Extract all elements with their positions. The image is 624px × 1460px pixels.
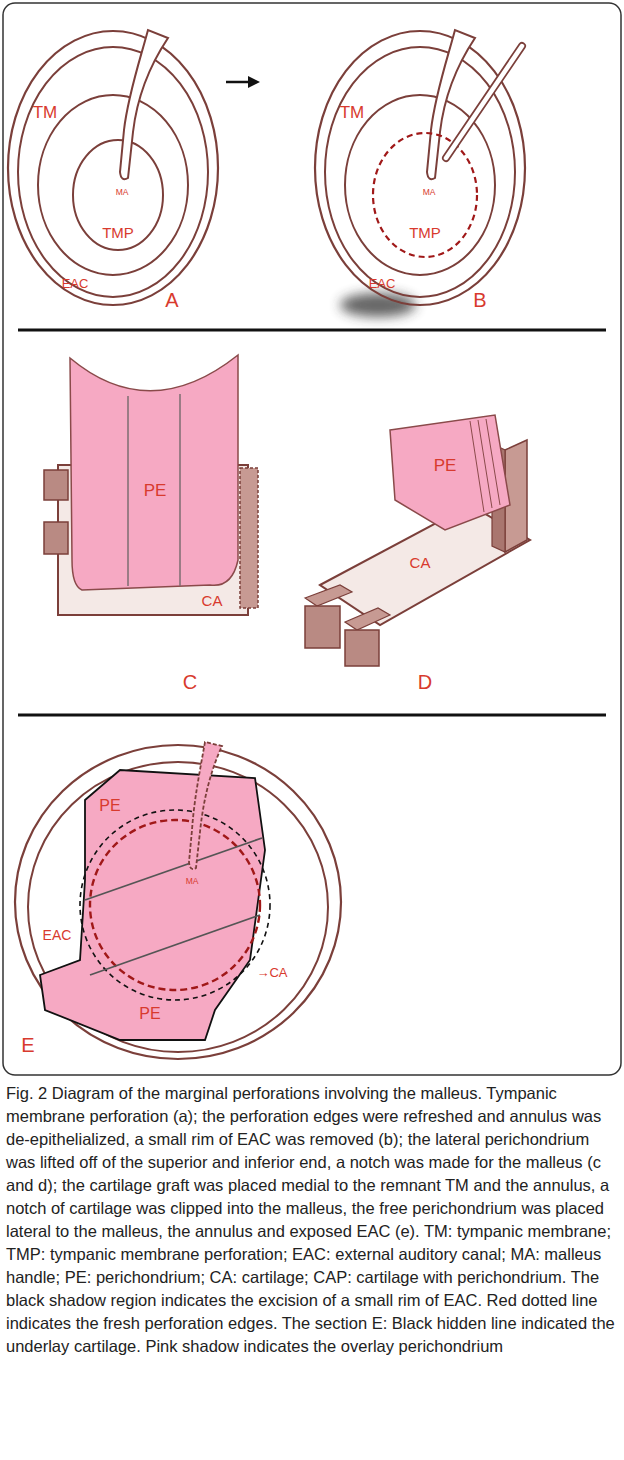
instrument-body [446, 46, 522, 158]
canal-ring [28, 762, 328, 1052]
cartilage-cube-top [345, 608, 390, 630]
cartilage-tab [44, 522, 68, 554]
cartilage-side [240, 468, 258, 608]
flap-fold-line [486, 419, 500, 505]
underlay-cartilage-outline [80, 810, 270, 1000]
part-label: TM [33, 104, 58, 121]
graft-line [85, 838, 262, 900]
canal-ring [325, 47, 515, 297]
cartilage-cube [305, 606, 340, 648]
overlay-perichondrium [40, 770, 265, 1040]
step-arrowhead [248, 76, 260, 88]
caption-text: Fig. 2 Diagram of the marginal perforati… [6, 1082, 618, 1358]
figure-frame [3, 3, 621, 1075]
part-label: TMP [102, 225, 134, 240]
excision-shadow [340, 293, 416, 317]
perforation-outline [73, 140, 163, 250]
part-label: →CA [256, 966, 287, 979]
panel-e [15, 742, 341, 1059]
part-label: TM [340, 104, 365, 121]
ear-canal-outline [15, 745, 341, 1059]
malleus-handle [189, 742, 222, 869]
annulus-ring [38, 95, 188, 275]
panel-d [305, 415, 530, 666]
panel-letter: D [418, 672, 432, 692]
ear-canal-outline [315, 31, 525, 305]
part-label: PE [434, 457, 457, 474]
part-label: CA [202, 593, 223, 608]
part-label: PE [99, 798, 120, 814]
graft-line [90, 915, 260, 975]
ear-canal-outline [8, 31, 218, 305]
perichondrium-flap [70, 355, 238, 590]
fresh-perforation-edge [373, 133, 477, 257]
part-label: EAC [369, 277, 396, 290]
panel-letter: B [473, 290, 486, 310]
canal-ring [18, 47, 208, 297]
part-label: MA [116, 188, 129, 197]
cartilage-tab [44, 470, 68, 500]
flap-fold-line [478, 420, 492, 508]
panel-letter: A [165, 290, 178, 310]
incision-line [179, 394, 181, 586]
part-label: EAC [43, 928, 72, 942]
figure-caption: Fig. 2 Diagram of the marginal perforati… [6, 1082, 618, 1358]
panel-b [315, 30, 525, 305]
part-label: MA [423, 188, 436, 197]
part-label: CA [410, 555, 431, 570]
incision-line [127, 396, 129, 586]
cartilage-cube [345, 630, 379, 666]
fresh-perforation-edge [90, 820, 260, 990]
panel-separator [18, 329, 606, 332]
cartilage-cube-top [305, 585, 352, 606]
instrument-outline [446, 46, 522, 158]
part-label: MA [186, 877, 199, 886]
flap-fold-line [470, 421, 484, 512]
part-label: EAC [62, 277, 89, 290]
step-arrow [226, 81, 250, 84]
malleus-handle [120, 30, 168, 179]
panel-letter: C [183, 672, 197, 692]
panel-separator [18, 714, 606, 717]
perichondrium-flap [390, 415, 510, 530]
panel-c [44, 355, 258, 615]
part-label: PE [139, 1006, 160, 1022]
part-label: PE [144, 482, 167, 499]
panel-a [8, 30, 218, 305]
part-label: TMP [409, 225, 441, 240]
panel-letter: E [21, 1035, 34, 1055]
